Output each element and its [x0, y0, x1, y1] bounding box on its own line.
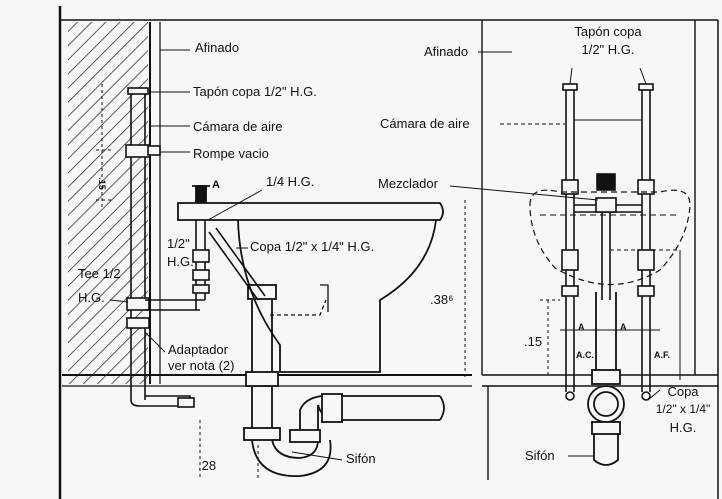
label-copa-right-3: H.G. [669, 420, 697, 435]
label-half-hg: H.G. [167, 254, 194, 269]
marker-a1: A [578, 322, 585, 332]
wall-hatched [68, 22, 161, 384]
label-mezclador: Mezclador [378, 176, 438, 191]
dimension-lines-left [96, 84, 466, 480]
label-rompe-vacio: Rompe vacio [193, 146, 269, 161]
label-sifon-left: Sifón [346, 451, 376, 466]
leader-lines-left [109, 49, 343, 461]
risers-right [561, 83, 655, 401]
label-tee-hg: H.G. [78, 290, 105, 305]
supply-pipe-vertical [125, 87, 195, 408]
label-sifon-right: Sifón [525, 448, 555, 463]
label-copa-right-2: 1/2" x 1/4" [655, 402, 711, 416]
toilet-side [177, 185, 444, 373]
dim-bottom: .28 [198, 458, 217, 473]
dimension-lines-right [540, 299, 660, 375]
drain-trap-left [243, 284, 445, 477]
label-half-inch: 1/2" [167, 236, 190, 251]
label-camara-aire: Cámara de aire [193, 119, 283, 134]
dim-15-right: .15 [524, 334, 543, 349]
label-camara-aire-right: Cámara de aire [380, 116, 470, 131]
dim-small: .15 [96, 177, 107, 190]
right-wall-outline [481, 20, 718, 480]
bowl-front-dashed [529, 189, 691, 286]
label-af: A.F. [654, 350, 671, 360]
label-tapon-copa-right-1: Tapón copa [574, 24, 642, 39]
label-afinado-right: Afinado [424, 44, 469, 59]
label-copa-right-1: Copa [667, 384, 699, 399]
leader-lines-right [449, 51, 681, 457]
marker-a2: A [620, 322, 627, 332]
label-tee: Tee 1/2 [78, 266, 121, 281]
label-tapon-copa: Tapón copa 1/2" H.G. [193, 84, 317, 99]
label-copa: Copa 1/2" x 1/4" H.G. [250, 239, 375, 254]
label-tapon-copa-right-2: 1/2" H.G. [581, 42, 635, 57]
dim-height: .38⁶ [430, 292, 454, 307]
marker-a-left: A [212, 179, 220, 191]
label-adaptador: Adaptador [168, 342, 228, 357]
label-ver-nota: ver nota (2) [168, 358, 235, 373]
label-ac: A.C. [576, 350, 594, 360]
drain-trap-right [587, 292, 625, 466]
label-quarter-hg: 1/4 H.G. [266, 174, 315, 189]
label-afinado: Afinado [195, 40, 240, 55]
